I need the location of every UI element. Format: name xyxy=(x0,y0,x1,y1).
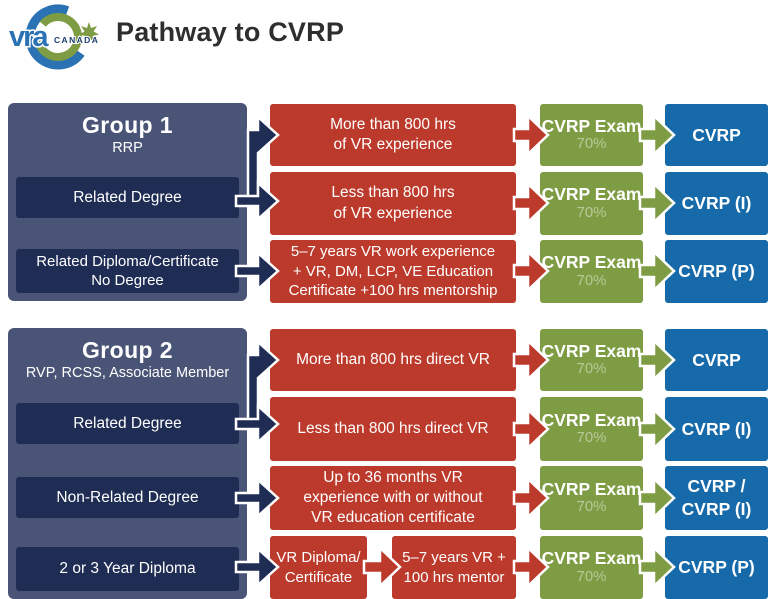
experience-step2-box-g2r4: 5–7 years VR + 100 hrs mentor xyxy=(392,536,516,599)
group2-title: Group 2 xyxy=(82,337,173,363)
exam-score: 70% xyxy=(576,429,607,447)
exam-label: CVRP Exam xyxy=(541,478,642,499)
outcome-box-g2r1: CVRP xyxy=(665,329,768,391)
page-title: Pathway to CVRP xyxy=(116,17,345,47)
experience-box-g1r3: 5–7 years VR work experience + VR, DM, L… xyxy=(270,240,516,303)
experience-box-g1r2: Less than 800 hrs of VR experience xyxy=(270,172,516,235)
group2-header: Group 2 RVP, RCSS, Associate Member xyxy=(8,328,247,381)
vra-canada-logo: vra CANADA xyxy=(8,4,99,70)
group2-subtitle: RVP, RCSS, Associate Member xyxy=(25,365,230,381)
exam-box-g1r3: CVRP Exam 70% xyxy=(540,240,643,303)
exam-label: CVRP Exam xyxy=(541,409,642,430)
exam-box-g2r3: CVRP Exam 70% xyxy=(540,466,643,530)
exam-label: CVRP Exam xyxy=(541,548,642,569)
credential-diploma: 2 or 3 Year Diploma xyxy=(16,547,239,591)
logo-blue-arc xyxy=(25,4,85,70)
exam-box-g1r2: CVRP Exam 70% xyxy=(540,172,643,235)
maple-leaf-icon xyxy=(79,22,99,42)
group1-panel: Group 1 RRP Related Degree Related Diplo… xyxy=(8,103,247,301)
credential-related-degree-g1: Related Degree xyxy=(16,177,239,218)
outcome-box-g1r3: CVRP (P) xyxy=(665,240,768,303)
exam-label: CVRP Exam xyxy=(541,115,642,136)
logo-green-arc xyxy=(34,13,82,61)
experience-box-g2r3: Up to 36 months VR experience with or wi… xyxy=(270,466,516,530)
experience-box-g2r2: Less than 800 hrs direct VR xyxy=(270,397,516,461)
outcome-box-g1r1: CVRP xyxy=(665,104,768,166)
credential-related-diploma-g1: Related Diploma/Certificate No Degree xyxy=(16,249,239,293)
group1-subtitle: RRP xyxy=(112,140,143,156)
outcome-box-g1r2: CVRP (I) xyxy=(665,172,768,235)
exam-label: CVRP Exam xyxy=(541,184,642,205)
experience-step1-box-g2r4: VR Diploma/ Certificate xyxy=(270,536,367,599)
exam-box-g2r4: CVRP Exam 70% xyxy=(540,536,643,599)
exam-label: CVRP Exam xyxy=(541,252,642,273)
credential-related-degree-g2: Related Degree xyxy=(16,403,239,444)
credential-non-related-degree: Non-Related Degree xyxy=(16,477,239,518)
exam-score: 70% xyxy=(576,360,607,378)
logo-country-text: CANADA xyxy=(54,35,99,45)
exam-score: 70% xyxy=(576,135,607,153)
experience-box-g2r1: More than 800 hrs direct VR xyxy=(270,329,516,391)
exam-score: 70% xyxy=(576,567,607,585)
outcome-box-g2r3: CVRP / CVRP (I) xyxy=(665,466,768,530)
logo-brand-text: vra xyxy=(9,21,49,53)
exam-score: 70% xyxy=(576,271,607,289)
exam-box-g1r1: CVRP Exam 70% xyxy=(540,104,643,166)
group1-title: Group 1 xyxy=(82,112,173,138)
group2-panel: Group 2 RVP, RCSS, Associate Member Rela… xyxy=(8,328,247,599)
exam-label: CVRP Exam xyxy=(541,340,642,361)
experience-box-g1r1: More than 800 hrs of VR experience xyxy=(270,104,516,166)
outcome-box-g2r2: CVRP (I) xyxy=(665,397,768,461)
outcome-box-g2r4: CVRP (P) xyxy=(665,536,768,599)
exam-score: 70% xyxy=(576,498,607,516)
group1-header: Group 1 RRP xyxy=(8,103,247,156)
exam-box-g2r1: CVRP Exam 70% xyxy=(540,329,643,391)
exam-score: 70% xyxy=(576,203,607,221)
exam-box-g2r2: CVRP Exam 70% xyxy=(540,397,643,461)
